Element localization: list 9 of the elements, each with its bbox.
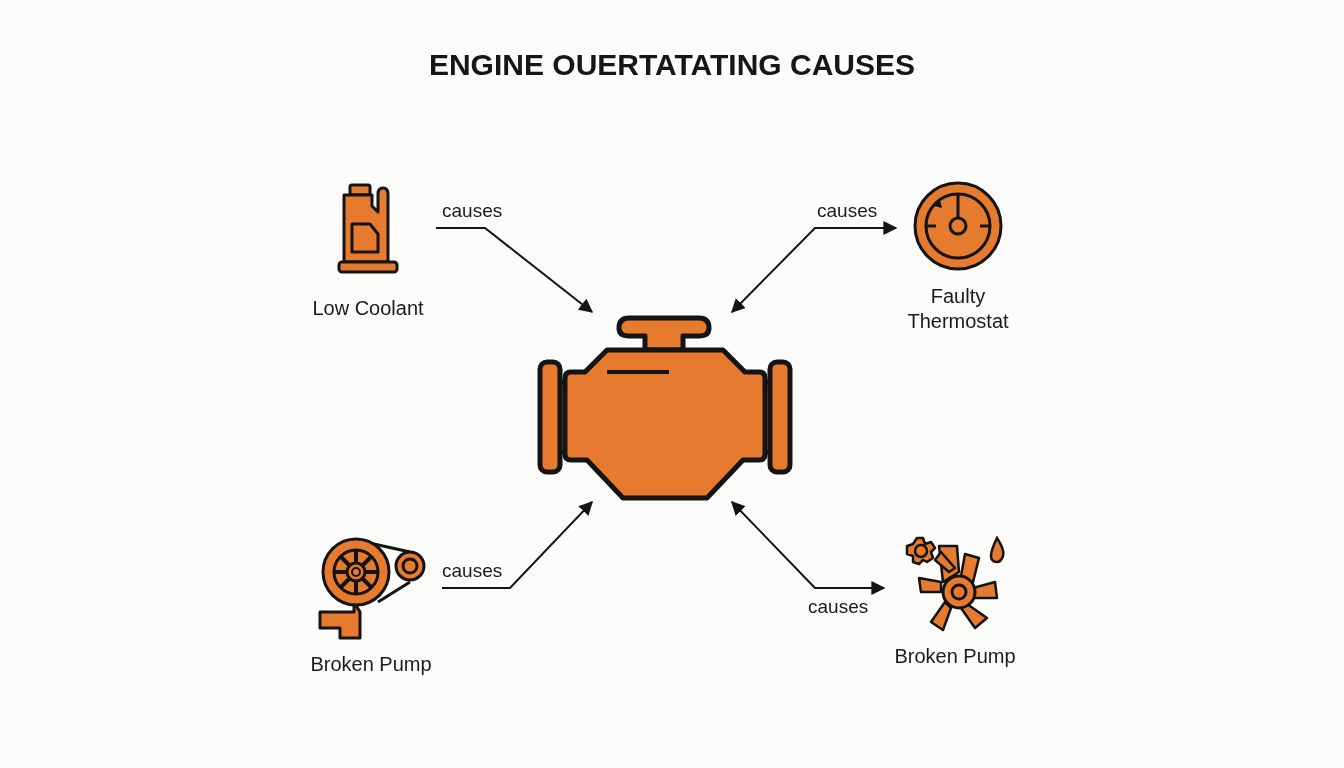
title: ENGINE OUERTATATING CAUSES [427,48,917,82]
node-label: Faulty Thermostat [906,284,1010,334]
node-label: Low Coolant [312,296,424,321]
arrow [435,227,594,313]
arrow [731,221,898,313]
node-label: Broken Pump [894,644,1016,669]
arrow [441,501,593,589]
arrow [731,501,886,595]
node-label: Broken Pump [310,652,432,677]
